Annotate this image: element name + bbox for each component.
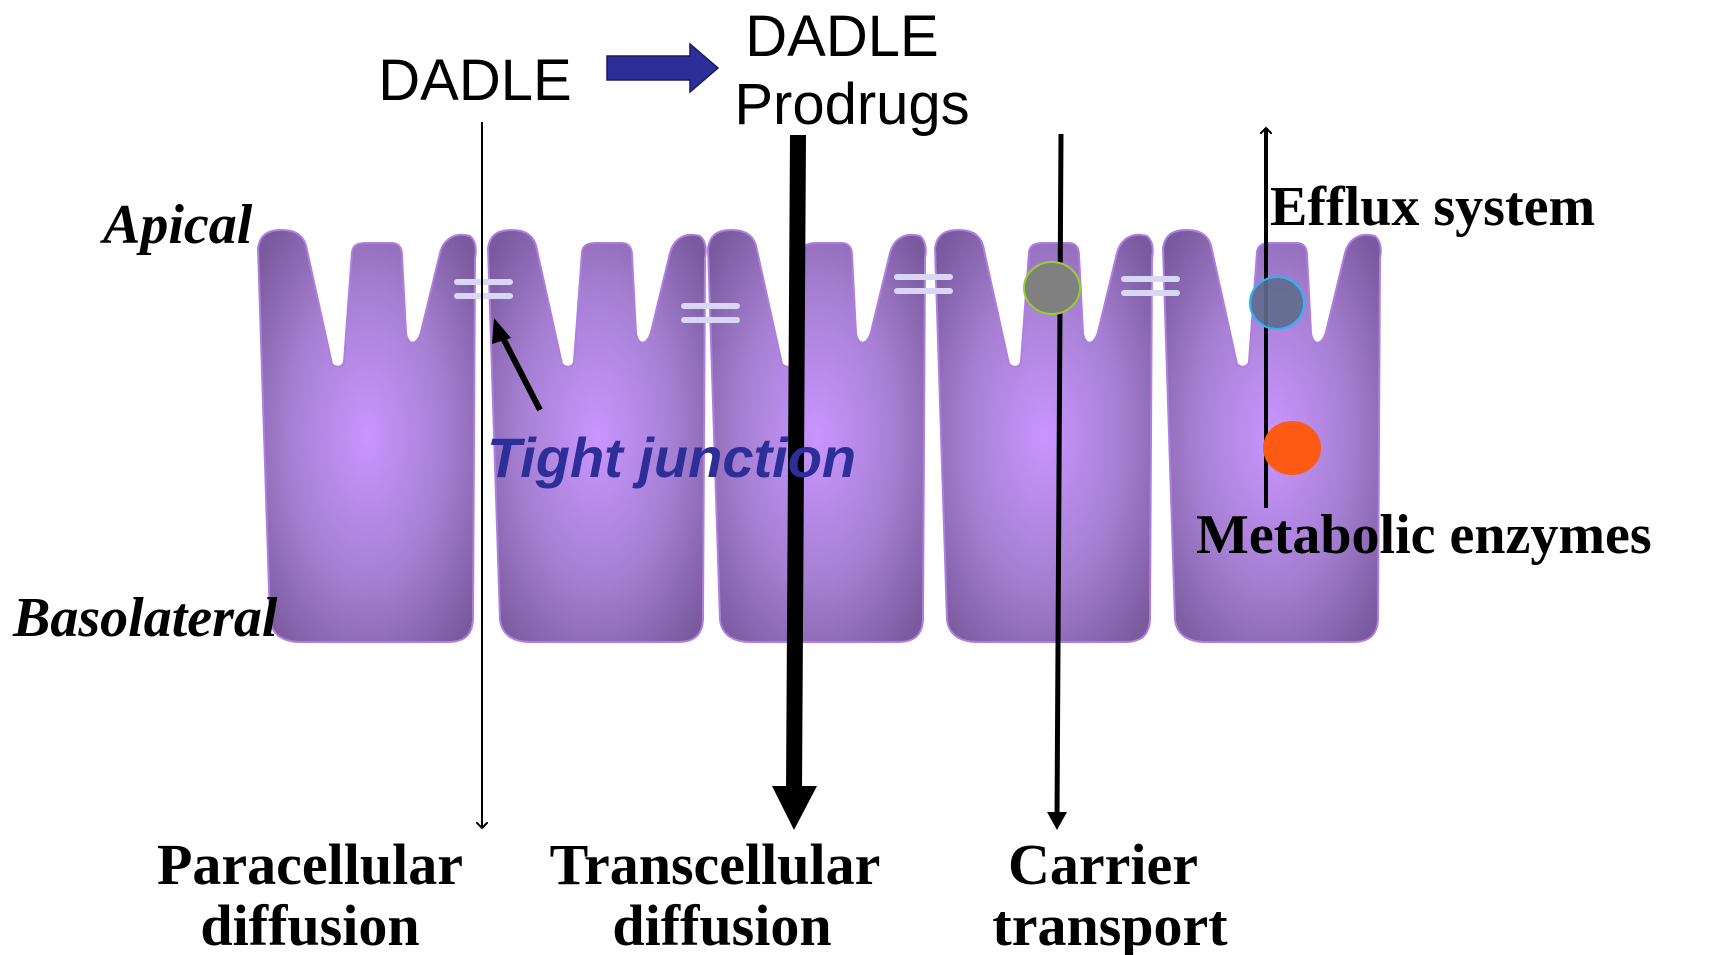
route-transcellular-line2: diffusion — [612, 893, 831, 955]
carrier-protein — [1024, 262, 1080, 314]
epithelial-cell-1 — [258, 230, 476, 642]
route-paracellular-line1: Paracellular — [157, 832, 463, 897]
metabolic-enzyme — [1263, 421, 1321, 475]
tight-junction-label: Tight junction — [487, 426, 856, 489]
route-paracellular-line2: diffusion — [200, 893, 419, 955]
route-carrier-line2: transport — [992, 893, 1228, 955]
efflux-pump — [1250, 277, 1304, 329]
prodrug-label-line2: Prodrugs — [734, 72, 969, 137]
prodrug-label-line1: DADLE — [745, 4, 938, 69]
apical-label: Apical — [100, 194, 253, 256]
prodrug-conversion-arrow — [607, 44, 718, 92]
route-carrier-line1: Carrier — [1008, 832, 1198, 897]
efflux-system-label: Efflux system — [1270, 176, 1595, 238]
route-transcellular-line1: Transcellular — [550, 832, 881, 897]
dadle-label: DADLE — [378, 48, 571, 113]
metabolic-enzymes-label: Metabolic enzymes — [1196, 504, 1652, 566]
basolateral-label: Basolateral — [12, 587, 278, 649]
